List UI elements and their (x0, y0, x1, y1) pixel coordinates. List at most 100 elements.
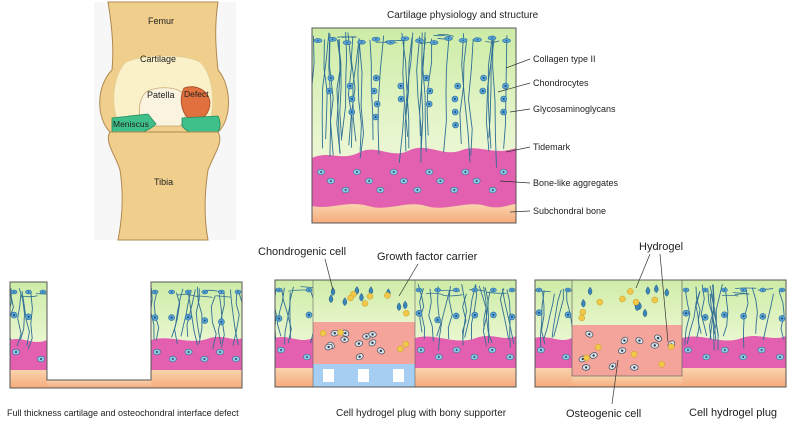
cell-nucleus (504, 84, 507, 88)
aggregate-core (379, 189, 382, 191)
knee-illustration: Femur Cartilage Patella Defect Meniscus … (94, 1, 236, 241)
collagen-fiber (186, 289, 196, 337)
cell-nucleus (27, 291, 30, 293)
label-collagen: Collagen type II (533, 54, 596, 64)
cell-nucleus (723, 289, 726, 291)
cell-nucleus (317, 39, 319, 42)
osteogenic-nucleus (653, 344, 656, 347)
cell-nucleus (350, 97, 354, 101)
label-cartilage: Cartilage (140, 54, 176, 64)
aggregate-core (687, 349, 689, 351)
osteogenic-nucleus (638, 339, 641, 342)
cell-nucleus (328, 89, 331, 93)
chondrogenic-cell (587, 286, 593, 296)
collagen-fiber (721, 294, 739, 297)
cell-nucleus (204, 291, 206, 293)
collagen-fiber (357, 39, 362, 152)
aggregate-core (565, 356, 567, 358)
collagen-fiber (553, 288, 564, 337)
collagen-fiber (404, 37, 413, 152)
aggregate-core (203, 358, 206, 360)
collagen-fiber (422, 37, 427, 152)
cell-nucleus (742, 289, 745, 291)
collagen-fiber (461, 33, 471, 163)
tibia-shape (107, 131, 221, 241)
collagen-fiber (196, 295, 213, 298)
aggregate-core (491, 349, 494, 351)
cell-nucleus (375, 38, 377, 40)
defect-panel: Full thickness cartilage and osteochondr… (7, 281, 243, 418)
collagen-fiber (709, 285, 714, 340)
collagen-fiber (321, 32, 330, 149)
defect-gap-floor (47, 380, 151, 388)
growth-factor-particle (596, 298, 604, 306)
collagen-fiber (428, 288, 434, 342)
cell-nucleus (436, 289, 439, 291)
cell-nucleus (684, 312, 688, 315)
cell-nucleus (510, 315, 514, 318)
chondrogenic-cell (642, 308, 648, 318)
cell-nucleus (456, 84, 459, 88)
growth-factor-particle (594, 344, 602, 351)
aggregate-core (473, 356, 476, 358)
aggregate-core (760, 349, 763, 351)
aggregate-core (779, 356, 781, 358)
aggregate-core (392, 171, 395, 173)
collagen-fiber (488, 37, 495, 138)
chondrogenic-cell (330, 287, 336, 296)
collagen-fiber (419, 288, 425, 339)
aggregate-core (455, 349, 458, 351)
collagen-fiber (541, 291, 546, 345)
label-chondrogenic-cell: Chondrogenic cell (258, 246, 346, 258)
label-patella: Patella (147, 90, 175, 100)
osteogenic-nucleus (371, 341, 374, 345)
label-tidemark: Tidemark (533, 142, 571, 152)
aggregate-core (355, 171, 358, 173)
cell-nucleus (373, 89, 376, 93)
collagen-fiber (151, 287, 155, 340)
cell-nucleus (704, 289, 706, 291)
defect-panel-outline (9, 281, 243, 389)
cell-nucleus (360, 41, 363, 43)
cell-nucleus (307, 313, 311, 316)
growth-factor-particle (319, 329, 327, 337)
collagen-fiber (347, 32, 353, 148)
osteogenic-nucleus (592, 354, 595, 357)
collagen-fiber (328, 33, 332, 157)
collagen-fiber (21, 291, 30, 346)
cell-nucleus (329, 76, 332, 80)
cell-nucleus (454, 110, 457, 114)
cell-nucleus (704, 316, 707, 319)
collagen-fiber (539, 290, 545, 351)
cell-nucleus (346, 41, 348, 44)
cell-nucleus (502, 110, 505, 114)
cell-nucleus (474, 289, 476, 291)
defect-shape (180, 86, 211, 121)
collagen-fiber (329, 35, 334, 156)
aggregate-core (453, 189, 456, 191)
cell-nucleus (170, 316, 173, 319)
layer-labels: Collagen type II Chondrocytes Glycosamin… (533, 54, 619, 216)
label-meniscus: Meniscus (113, 119, 149, 129)
label-growth-factor-carrier: Growth factor carrier (377, 251, 478, 263)
cell-nucleus (404, 37, 406, 40)
chondrogenic-cell (645, 286, 651, 295)
collagen-fiber (375, 41, 397, 44)
cell-nucleus (742, 315, 745, 318)
cell-nucleus (428, 89, 431, 93)
growth-factor-particle (627, 288, 634, 295)
collagen-fiber (499, 288, 510, 340)
calcified-layer (312, 147, 516, 214)
bony-caption: Cell hydrogel plug with bony supporter (336, 408, 507, 419)
chondrogenic-cell (328, 294, 334, 304)
collagen-fiber (492, 36, 497, 168)
structure-title: Cartilage physiology and structure (387, 10, 539, 21)
defect-caption: Full thickness cartilage and osteochondr… (7, 408, 239, 418)
label-glycosaminoglycans: Glycosaminoglycans (533, 104, 616, 114)
cell-nucleus (376, 102, 379, 106)
cell-nucleus (455, 314, 458, 317)
osteogenic-nucleus (343, 338, 346, 341)
aggregate-core (464, 171, 467, 173)
label-femur: Femur (148, 16, 174, 26)
